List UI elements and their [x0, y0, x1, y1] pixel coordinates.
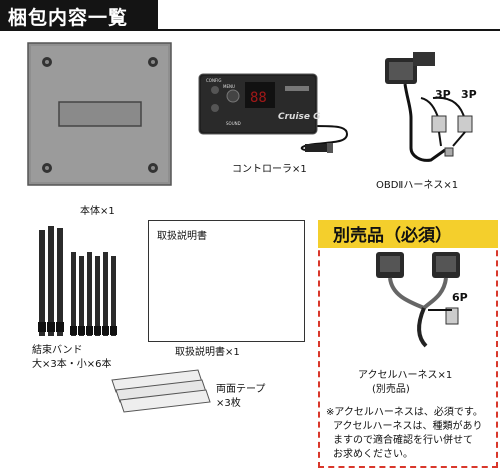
header-underline: [0, 29, 500, 31]
optional-items-box: [318, 220, 498, 468]
controller-brand: Cruise G: [278, 112, 321, 122]
cable-ties-label-1: 結束バンド: [32, 345, 83, 356]
manual-box-title: 取扱説明書: [157, 231, 207, 242]
controller-config-text: CONFIG: [206, 78, 222, 83]
svg-text:88: 88: [250, 90, 267, 106]
note-line-4: お求めください。: [333, 449, 413, 460]
cable-ties-image: [38, 226, 117, 336]
main-unit-image: [27, 42, 172, 186]
manual-label: 取扱説明書×1: [175, 347, 240, 358]
accelerator-harness-image: [376, 252, 460, 348]
tape-image: [111, 369, 211, 413]
optional-pin-label: 6P: [452, 291, 468, 304]
accelerator-harness-label: アクセルハーネス×1: [358, 370, 453, 381]
controller-label: コントローラ×1: [232, 164, 307, 175]
obd-pin-label-1: 3P: [435, 88, 451, 101]
cable-ties-label-2: 大×3本・小×6本: [32, 359, 112, 370]
controller-menu-text: MENU: [223, 84, 235, 89]
manual-image: [148, 220, 305, 342]
optional-header-bar: [318, 220, 498, 248]
tape-label-2: ×3枚: [216, 398, 241, 409]
controller-sound-text: SOUND: [226, 121, 241, 126]
obd-pin-label-2: 3P: [461, 88, 477, 101]
optional-title: 別売品（必須）: [333, 226, 452, 246]
note-line-1: ※アクセルハーネスは、必須です。: [326, 407, 483, 418]
controller-image: 88: [198, 73, 349, 153]
obd-harness-label: OBDⅡハーネス×1: [376, 180, 459, 191]
accelerator-harness-sublabel: (別売品): [372, 384, 410, 395]
note-line-3: ますので適合確認を行い併せて: [333, 435, 473, 446]
note-line-2: アクセルハーネスは、種類があり: [333, 421, 483, 432]
tape-label-1: 両面テープ: [216, 384, 266, 395]
header-bar: [0, 0, 158, 29]
obd-harness-image: [385, 52, 473, 162]
page-title: 梱包内容一覧: [8, 7, 129, 29]
main-unit-label: 本体×1: [80, 206, 115, 217]
